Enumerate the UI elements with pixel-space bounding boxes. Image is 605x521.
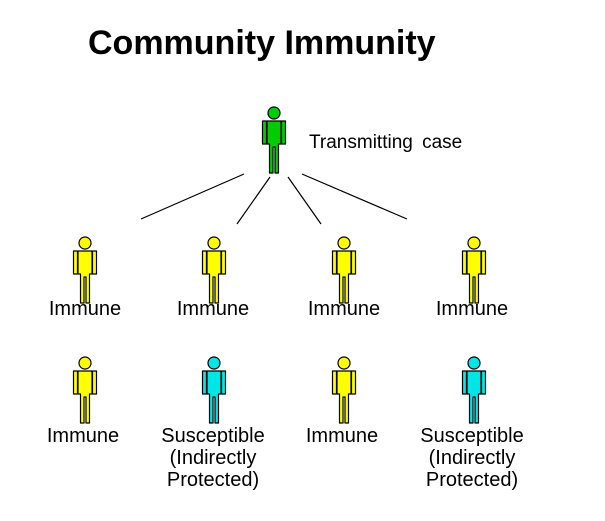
person-row2-col4-figure — [461, 356, 487, 424]
person-row2-col1-label: Immune — [46, 425, 120, 447]
transmission-line-1 — [140, 173, 245, 220]
person-row1-col3-figure — [331, 236, 357, 304]
person-row2-col1-figure — [72, 356, 98, 424]
transmission-line-2 — [236, 176, 271, 225]
transmission-line-4 — [301, 173, 408, 220]
transmitting-case-label: Transmitting case — [309, 132, 463, 153]
diagram-title: Community Immunity — [88, 24, 436, 62]
person-row2-col4-label: Susceptible (Indirectly Protected) — [420, 425, 524, 491]
transmitting-case-figure — [261, 106, 287, 174]
person-row1-col4-figure — [461, 236, 487, 304]
person-row1-col3-label: Immune — [307, 298, 381, 320]
person-row1-col1-label: Immune — [48, 298, 122, 320]
person-row2-col3-label: Immune — [305, 425, 379, 447]
person-row2-col3-figure — [331, 356, 357, 424]
person-row1-col4-label: Immune — [435, 298, 509, 320]
person-row1-col2-label: Immune — [176, 298, 250, 320]
person-row1-col1-figure — [72, 236, 98, 304]
person-row2-col2-figure — [201, 356, 227, 424]
transmission-line-3 — [287, 176, 322, 225]
person-row2-col2-label: Susceptible (Indirectly Protected) — [161, 425, 265, 491]
person-row1-col2-figure — [201, 236, 227, 304]
